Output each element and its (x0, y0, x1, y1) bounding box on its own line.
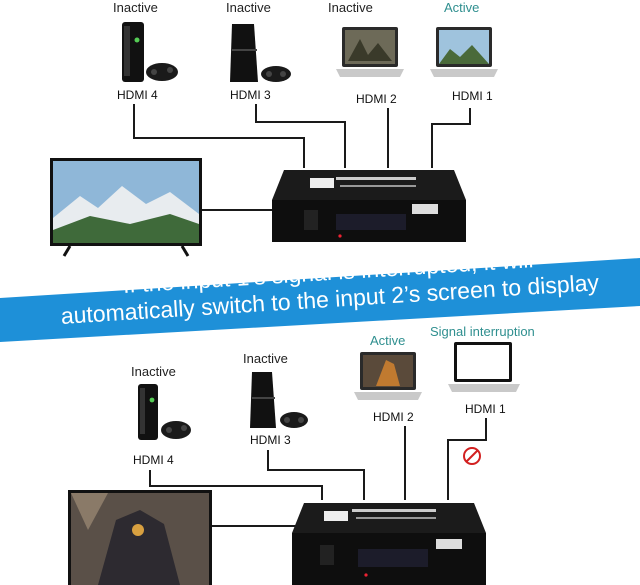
bottom-status-hdmi4: Inactive (131, 364, 176, 379)
laptop-icon (448, 342, 520, 392)
bottom-status-hdmi3: Inactive (243, 351, 288, 366)
bottom-port-hdmi2: HDMI 2 (373, 410, 414, 424)
top-port-hdmi1: HDMI 1 (452, 89, 493, 103)
no-signal-icon (463, 447, 481, 465)
bottom-status-hdmi2: Active (370, 333, 406, 348)
tv-icon (50, 158, 202, 257)
top-port-hdmi3: HDMI 3 (230, 88, 271, 102)
bottom-port-hdmi3: HDMI 3 (250, 433, 291, 447)
laptop-icon (336, 27, 404, 77)
top-cables (133, 104, 471, 211)
top-status-hdmi2: Inactive (328, 0, 373, 15)
laptop-icon (354, 352, 422, 400)
bottom-port-hdmi4: HDMI 4 (133, 453, 174, 467)
info-banner (0, 258, 640, 342)
game-console-icon (230, 24, 291, 82)
game-console-icon (250, 372, 308, 428)
top-port-hdmi4: HDMI 4 (117, 88, 158, 102)
top-status-hdmi4: Inactive (113, 0, 158, 15)
top-status-hdmi3: Inactive (226, 0, 271, 15)
game-console-icon (122, 22, 178, 82)
game-console-icon (138, 384, 191, 440)
bottom-status-hdmi1: Signal interruption (430, 324, 535, 339)
top-port-hdmi2: HDMI 2 (356, 92, 397, 106)
bottom-port-hdmi1: HDMI 1 (465, 402, 506, 416)
laptop-icon (430, 27, 498, 77)
hdmi-switch-box (292, 503, 486, 585)
top-status-hdmi1: Active (444, 0, 480, 15)
tv-icon (68, 490, 212, 585)
hdmi-switch-box (272, 170, 466, 242)
bottom-cables (149, 418, 487, 527)
